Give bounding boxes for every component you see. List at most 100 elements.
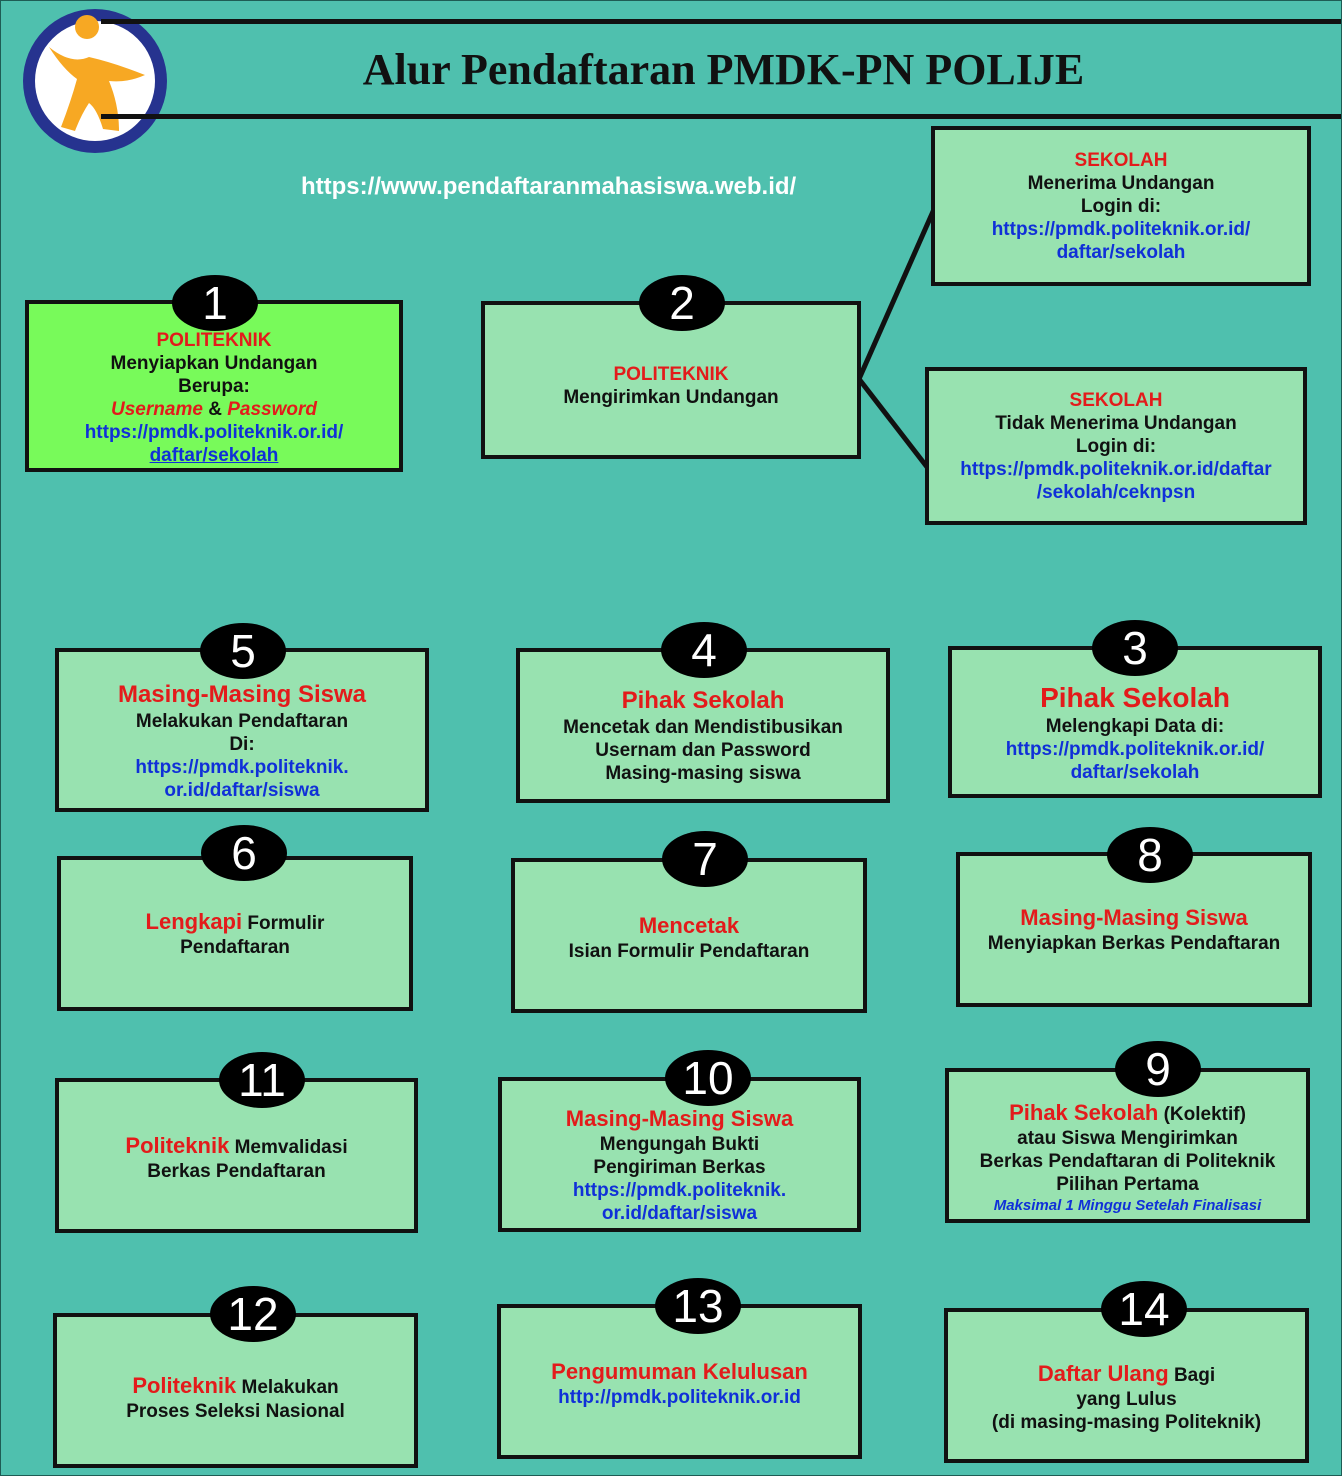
step-1-username: Username: [111, 399, 203, 420]
step-2a-login: Login di:: [1080, 195, 1162, 217]
step-2b-actor: SEKOLAH: [1069, 389, 1163, 411]
step-12-action-text: Melakukan: [241, 1377, 339, 1398]
step-7-action: Mencetak: [638, 913, 740, 938]
step-2b-action: Tidak Menerima Undangan: [995, 412, 1236, 435]
step-13-number: 13: [655, 1278, 741, 1334]
step-14-action-cont: yang Lulus: [1076, 1388, 1177, 1410]
step-9-number: 9: [1115, 1041, 1201, 1097]
step-8-number: 8: [1107, 827, 1193, 883]
step-9-collective: (Kolektif): [1163, 1103, 1246, 1125]
step-11-action-cont: Berkas Pendaftaran: [147, 1161, 326, 1182]
step-2-actor: POLITEKNIK: [613, 364, 729, 385]
step-3-box: Pihak Sekolah Melengkapi Data di: https:…: [948, 646, 1322, 798]
step-11-action: Politeknik Memvalidasi: [125, 1132, 347, 1160]
step-3-actor: Pihak Sekolah: [1040, 681, 1230, 713]
step-14-note: (di masing-masing Politeknik): [991, 1411, 1262, 1433]
step-5-action: Melakukan Pendaftaran: [135, 711, 349, 732]
step-12-action-cont: Proses Seleksi Nasional: [126, 1401, 345, 1422]
step-2a-link[interactable]: https://pmdk.politeknik.or.id/: [991, 218, 1251, 240]
step-7-detail: Isian Formulir Pendaftaran: [568, 941, 810, 962]
step-2b-login: Login di:: [1075, 435, 1157, 457]
step-13-link[interactable]: http://pmdk.politeknik.or.id: [558, 1387, 801, 1408]
step-4-detail-2: Masing-masing siswa: [605, 763, 801, 784]
step-12-action: Politeknik Melakukan: [132, 1372, 338, 1400]
step-5-link[interactable]: https://pmdk.politeknik.: [135, 757, 349, 778]
step-9-action-cont: Berkas Pendaftaran di Politeknik: [979, 1150, 1276, 1172]
step-2a-actor: SEKOLAH: [1074, 149, 1168, 171]
step-12-actor: Politeknik: [132, 1373, 237, 1398]
step-5-detail: Di:: [229, 734, 255, 755]
step-3-number: 3: [1092, 620, 1178, 676]
step-3-link-cont[interactable]: daftar/sekolah: [1070, 761, 1200, 783]
step-2-action: Mengirimkan Undangan: [563, 387, 779, 408]
step-2a-link-cont[interactable]: daftar/sekolah: [1056, 241, 1186, 263]
step-1-amp: &: [208, 399, 222, 420]
step-5-number: 5: [200, 623, 286, 679]
step-2b-box: SEKOLAH Tidak Menerima Undangan Login di…: [925, 367, 1307, 525]
step-3-link[interactable]: https://pmdk.politeknik.or.id/: [1005, 738, 1265, 760]
step-10-number: 10: [665, 1050, 751, 1106]
step-8-actor: Masing-Masing Siswa: [1020, 905, 1248, 930]
step-13-box: Pengumuman Kelulusan http://pmdk.politek…: [497, 1304, 862, 1459]
step-4-number: 4: [661, 622, 747, 678]
step-2-number: 2: [639, 275, 725, 331]
step-6-action-cont: Pendaftaran: [180, 937, 290, 958]
step-10-box: Masing-Masing Siswa Mengungah Bukti Peng…: [498, 1077, 861, 1232]
step-13-action: Pengumuman Kelulusan: [551, 1359, 808, 1384]
step-1-link[interactable]: https://pmdk.politeknik.or.id/: [84, 422, 344, 443]
step-10-actor: Masing-Masing Siswa: [565, 1105, 794, 1131]
step-9-action: atau Siswa Mengirimkan: [1017, 1127, 1238, 1149]
step-6-keyword: Lengkapi: [145, 909, 243, 934]
step-1-credentials: Username & Password: [111, 398, 317, 421]
step-6-action: Lengkapi Formulir: [146, 908, 325, 936]
step-1-number: 1: [172, 275, 258, 331]
step-2a-box: SEKOLAH Menerima Undangan Login di: http…: [931, 126, 1311, 286]
step-11-number: 11: [219, 1052, 305, 1108]
step-10-link-cont[interactable]: or.id/daftar/siswa: [601, 1202, 758, 1224]
page-title: Alur Pendaftaran PMDK-PN POLIJE: [362, 45, 1085, 94]
step-5-actor: Masing-Masing Siswa: [117, 681, 367, 708]
website-url[interactable]: https://www.pendaftaranmahasiswa.web.id/: [301, 173, 797, 200]
step-8-box: Masing-Masing Siswa Menyiapkan Berkas Pe…: [956, 852, 1312, 1007]
step-2b-not: Tidak: [995, 412, 1045, 434]
step-12-number: 12: [210, 1286, 296, 1342]
step-14-keyword: Daftar Ulang: [1037, 1360, 1169, 1386]
step-1-actor: POLITEKNIK: [156, 330, 272, 351]
step-4-detail: Usernam dan Password: [595, 740, 811, 761]
step-14-action-text: Bagi: [1173, 1364, 1216, 1386]
step-2b-link[interactable]: https://pmdk.politeknik.or.id/daftar: [960, 458, 1272, 480]
step-2-box: POLITEKNIK Mengirimkan Undangan: [481, 301, 861, 459]
step-5-link-cont[interactable]: or.id/daftar/siswa: [164, 780, 320, 801]
step-3-action: Melengkapi Data di:: [1045, 715, 1225, 737]
step-4-actor: Pihak Sekolah: [621, 687, 785, 714]
step-11-actor: Politeknik: [125, 1133, 230, 1158]
step-10-link[interactable]: https://pmdk.politeknik.: [572, 1179, 787, 1201]
step-9-actor-line: Pihak Sekolah (Kolektif): [1009, 1099, 1246, 1127]
step-9-deadline-note: Maksimal 1 Minggu Setelah Finalisasi: [993, 1196, 1262, 1214]
step-6-box: Lengkapi Formulir Pendaftaran: [57, 856, 413, 1011]
step-14-action: Daftar Ulang Bagi: [1038, 1360, 1215, 1388]
step-8-action: Menyiapkan Berkas Pendaftaran: [987, 933, 1281, 954]
step-7-number: 7: [662, 831, 748, 887]
step-6-number: 6: [201, 825, 287, 881]
step-2a-action: Menerima Undangan: [1027, 172, 1215, 194]
step-1-link-cont[interactable]: daftar/sekolah: [149, 445, 279, 466]
step-6-action-text: Formulir: [247, 913, 325, 934]
polije-logo-icon: [23, 9, 167, 153]
step-14-number: 14: [1101, 1281, 1187, 1337]
step-10-action: Mengungah Bukti: [599, 1133, 760, 1155]
step-11-action-text: Memvalidasi: [234, 1137, 348, 1158]
step-10-action-cont: Pengiriman Berkas: [593, 1156, 766, 1178]
step-2b-link-cont[interactable]: /sekolah/ceknpsn: [1036, 481, 1196, 503]
step-4-action: Mencetak dan Mendistibusikan: [563, 717, 843, 738]
title-bar: Alur Pendaftaran PMDK-PN POLIJE: [101, 19, 1341, 119]
step-1-password: Password: [227, 399, 317, 420]
step-9-actor: Pihak Sekolah: [1009, 1099, 1159, 1125]
step-9-action-cont-2: Pilihan Pertama: [1056, 1173, 1199, 1195]
step-1-detail: Berupa:: [178, 376, 250, 397]
step-9-box: Pihak Sekolah (Kolektif) atau Siswa Meng…: [945, 1068, 1310, 1223]
step-2b-action-text: Menerima Undangan: [1049, 412, 1237, 434]
step-5-box: Masing-Masing Siswa Melakukan Pendaftara…: [55, 648, 429, 812]
